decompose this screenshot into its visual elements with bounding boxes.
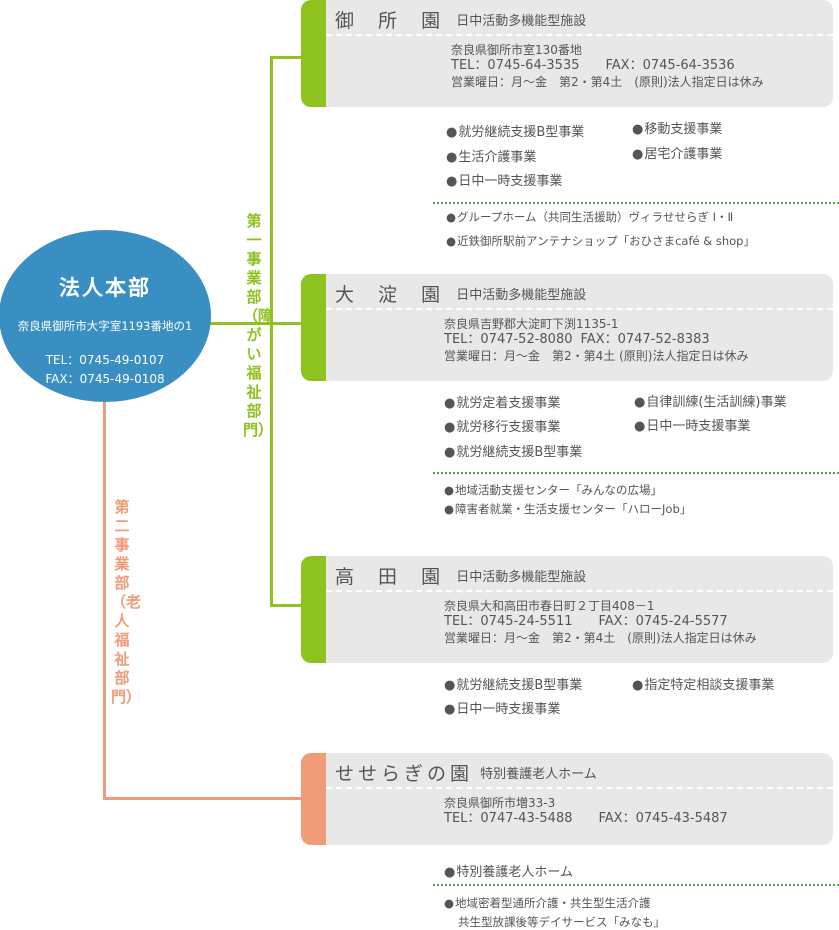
facility-address: 奈良県大和高田市春日町２丁目408－1 [444, 599, 655, 613]
sub-service-item: 地域活動支援センター「みんなの広場」 [444, 482, 662, 498]
facility-hours: 営業曜日：月～金 第2・第4土 (原則)法人指定日は休み [451, 75, 764, 89]
facility-address: 奈良県御所市室130番地 [451, 43, 582, 57]
dashed-divider [433, 472, 839, 474]
service-item: 移動支援事業 [632, 118, 722, 137]
facility-type: 日中活動多機能型施設 [456, 14, 587, 29]
facility-fax: FAX：0745-64-3536 [605, 58, 735, 73]
facility-info: 奈良県御所市室130番地 TEL：0745-64-3535 FAX：0745-64… [451, 42, 764, 90]
service-item: 自律訓練(生活訓練)事業 [634, 391, 786, 410]
facility-type: 日中活動多機能型施設 [456, 288, 587, 303]
facility-fax: FAX：0747-52-8383 [580, 332, 710, 347]
card-separator [326, 34, 833, 36]
service-item: 就労定着支援事業 [444, 392, 560, 411]
sub-service-item: グループホーム（共同生活援助）ヴィラせせらぎ Ⅰ・Ⅱ [446, 209, 733, 225]
facility-info: 奈良県御所市増33-3 TEL：0747-43-5488 FAX：0745-43-… [444, 795, 728, 827]
facility-info: 奈良県大和高田市春日町２丁目408－1 TEL：0745-24-5511 FAX：… [444, 598, 757, 646]
headquarters-node: 法人本部 奈良県御所市大字室1193番地の1 TEL：0745-49-0107 … [0, 230, 211, 402]
sub-service-item: 障害者就業・生活支援センター「ハローJob」 [444, 501, 691, 517]
facility-type: 特別養護老人ホーム [480, 767, 597, 782]
facility-tel: TEL：0747-43-5488 [444, 811, 573, 826]
facility-name: 高 田 園 [335, 566, 450, 588]
service-item: 特別養護老人ホーム [444, 861, 573, 880]
headquarters-tel: TEL：0745-49-0107 [45, 353, 165, 367]
headquarters-fax: FAX：0745-49-0108 [45, 372, 165, 386]
facility-card-gose-en: 御 所 園 日中活動多機能型施設 奈良県御所市室130番地 TEL：0745-6… [301, 0, 833, 107]
card-separator [326, 787, 833, 789]
facility-fax: FAX：0745-24-5577 [598, 614, 728, 629]
headquarters-title: 法人本部 [59, 276, 151, 300]
facility-name: せせらぎの園 [335, 763, 474, 785]
first-division-label: 第一事業部（障がい福祉部門） [243, 212, 274, 439]
facility-color-bar [301, 556, 326, 663]
facility-address: 奈良県吉野郡大淀町下渕1135-1 [444, 317, 619, 331]
service-item: 就労継続支援B型事業 [446, 121, 584, 140]
service-item: 指定特定相談支援事業 [632, 674, 774, 693]
connector-to-seseragi-no-sono [103, 797, 301, 800]
connector-hq-to-first-division [205, 322, 301, 325]
connector-to-oyodo-en [270, 322, 301, 325]
dashed-divider [433, 884, 839, 886]
service-item: 就労継続支援B型事業 [444, 441, 582, 460]
service-item: 居宅介護事業 [632, 143, 722, 162]
facility-tel: TEL：0745-64-3535 [451, 58, 580, 73]
facility-type: 日中活動多機能型施設 [456, 570, 587, 585]
facility-info: 奈良県吉野郡大淀町下渕1135-1 TEL：0747-52-8080 FAX：07… [444, 316, 748, 364]
facility-card-oyodo-en: 大 淀 園 日中活動多機能型施設 奈良県吉野郡大淀町下渕1135-1 TEL：0… [301, 274, 833, 381]
service-item: 日中一時支援事業 [444, 698, 560, 717]
connector-first-division-trunk [270, 56, 273, 607]
facility-card-seseragi-no-sono: せせらぎの園 特別養護老人ホーム 奈良県御所市増33-3 TEL：0747-43… [301, 753, 833, 845]
sub-service-item: 近鉄御所駅前アンテナショップ「おひさまcafé & shop」 [446, 233, 755, 249]
connector-to-gose-en [270, 56, 301, 59]
facility-hours: 営業曜日：月～金 第2・第4土 (原則)法人指定日は休み [444, 631, 757, 645]
facility-fax: FAX：0745-43-5487 [598, 811, 728, 826]
dashed-divider [433, 202, 839, 204]
connector-second-division-trunk [103, 400, 106, 800]
service-item: 就労継続支援B型事業 [444, 674, 582, 693]
facility-name: 大 淀 園 [335, 284, 450, 306]
headquarters-address: 奈良県御所市大字室1193番地の1 [17, 319, 193, 333]
sub-service-item: 地域密着型通所介護・共生型生活介護 [444, 895, 651, 911]
facility-tel: TEL：0747-52-8080 [444, 332, 573, 347]
facility-tel: TEL：0745-24-5511 [444, 614, 573, 629]
second-division-label: 第二事業部（老人福祉部門） [111, 498, 142, 706]
service-item: 日中一時支援事業 [634, 415, 750, 434]
facility-color-bar [301, 0, 326, 107]
facility-color-bar [301, 274, 326, 381]
facility-color-bar [301, 753, 326, 845]
card-separator [326, 308, 833, 310]
facility-card-takada-en: 高 田 園 日中活動多機能型施設 奈良県大和高田市春日町２丁目408－1 TEL… [301, 556, 833, 663]
service-item: 日中一時支援事業 [446, 170, 562, 189]
facility-address: 奈良県御所市増33-3 [444, 796, 556, 810]
connector-to-takada-en [270, 604, 301, 607]
service-item: 就労移行支援事業 [444, 416, 560, 435]
facility-hours: 営業曜日：月～金 第2・第4土 (原則)法人指定日は休み [444, 349, 749, 363]
card-separator [326, 590, 833, 592]
facility-name: 御 所 園 [335, 10, 450, 32]
sub-service-item: 共生型放課後等デイサービス「みなも」 [458, 915, 665, 929]
service-item: 生活介護事業 [446, 146, 536, 165]
